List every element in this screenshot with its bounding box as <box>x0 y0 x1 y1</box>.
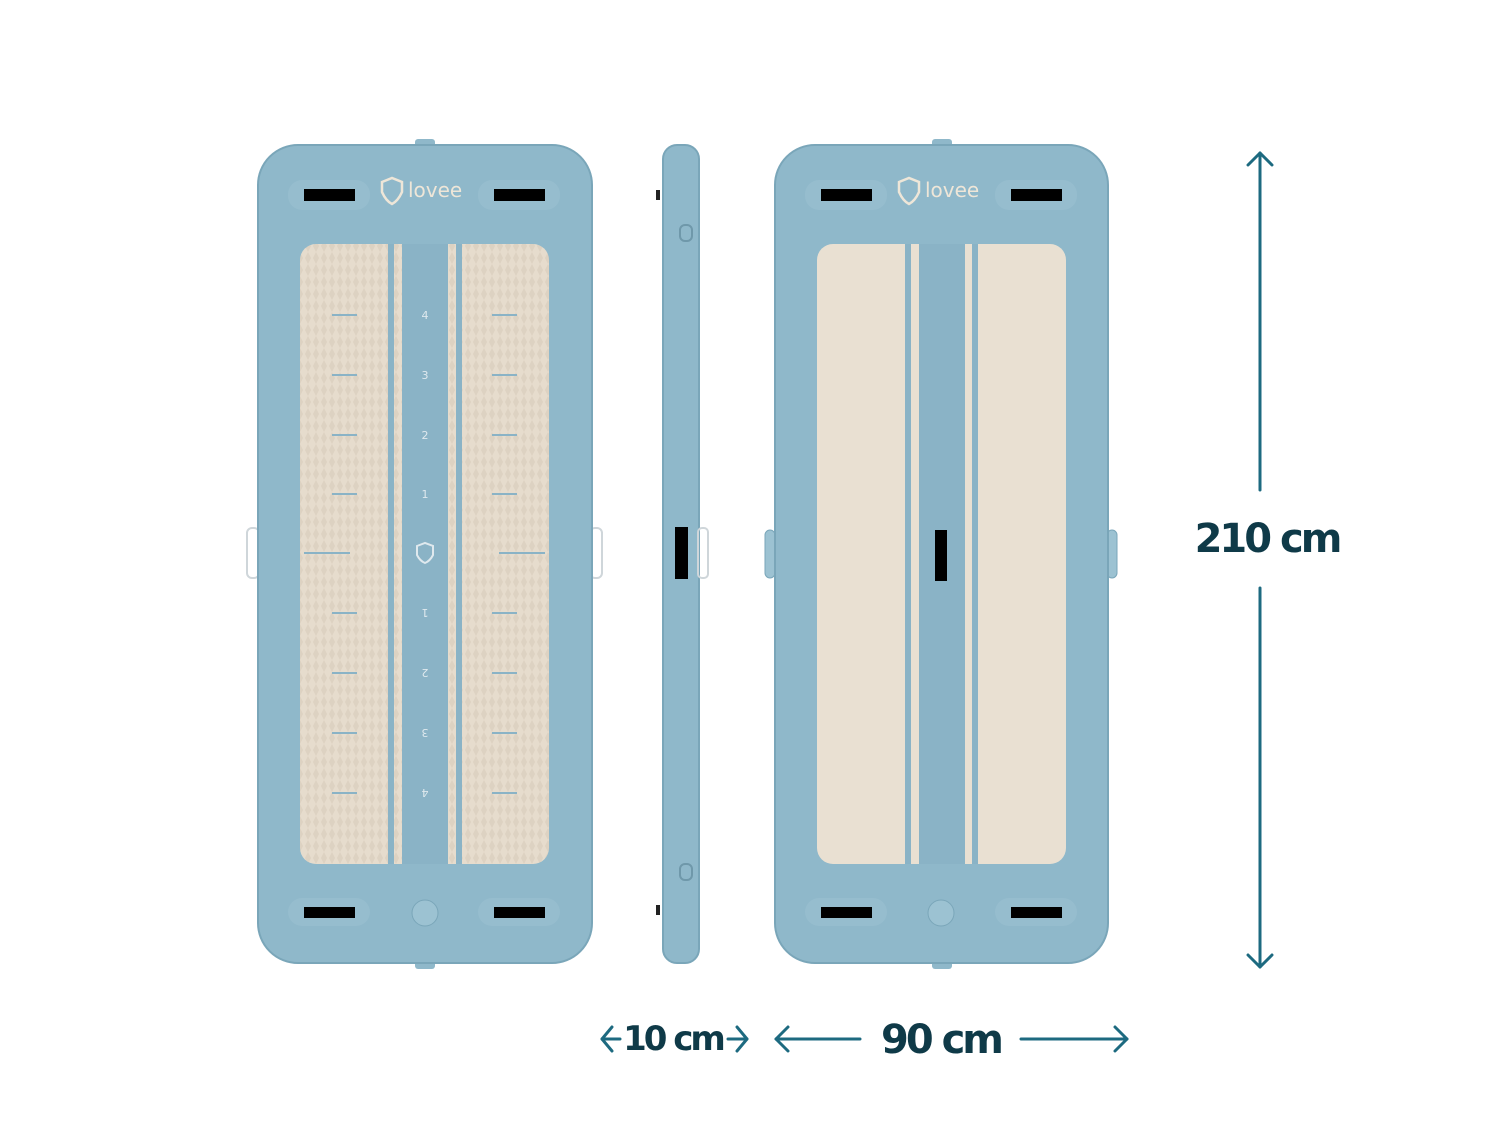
scale-number: 1 <box>422 488 429 501</box>
logo-text: lovee <box>925 178 979 202</box>
thickness-arrow <box>600 1025 749 1053</box>
scale-number: 3 <box>422 369 429 382</box>
stripe <box>388 244 394 864</box>
length-arrow <box>1246 151 1274 969</box>
d-ring-icon <box>679 863 693 881</box>
lovee-logo: lovee <box>897 176 979 206</box>
scale-number: 2 <box>422 429 429 442</box>
thickness-label: 10 cm <box>623 1019 723 1059</box>
mat-front-view: lovee 4 3 2 1 1 2 3 4 <box>246 139 603 969</box>
center-logo-icon <box>416 541 434 565</box>
stripe <box>456 244 462 864</box>
logo-text: lovee <box>408 178 462 202</box>
carry-handle-top-right <box>494 189 545 201</box>
scale-number: 4 <box>422 786 429 799</box>
d-ring-icon <box>679 224 693 242</box>
scale-number: 4 <box>422 309 429 322</box>
scale-number: 2 <box>422 666 429 679</box>
shield-heart-icon <box>897 176 921 206</box>
stripe <box>905 244 911 864</box>
mat-side-view <box>656 144 709 964</box>
carry-handle-top-right <box>1011 189 1062 201</box>
side-handle <box>697 527 709 579</box>
shield-heart-icon <box>380 176 404 206</box>
width-arrow <box>774 1025 1129 1053</box>
carry-handle-bottom-right <box>1011 907 1062 918</box>
center-stripe <box>402 244 448 864</box>
carry-handle-top-left <box>821 189 872 201</box>
carry-handle-top-left <box>304 189 355 201</box>
width-label: 90 cm <box>881 1017 1001 1063</box>
strap-clip <box>656 905 660 915</box>
scale-number: 3 <box>422 726 429 739</box>
valve-icon <box>411 899 439 927</box>
length-label: 210 cm <box>1195 516 1340 562</box>
center-carry-handle <box>935 530 947 581</box>
valve-icon <box>927 899 955 927</box>
side-carry-handle <box>675 527 688 579</box>
carry-handle-bottom-left <box>304 907 355 918</box>
side-handle-left <box>764 529 776 579</box>
mat-back-view: lovee <box>764 139 1118 969</box>
strap-clip <box>656 190 660 200</box>
lovee-logo: lovee <box>380 176 462 206</box>
carry-handle-bottom-right <box>494 907 545 918</box>
stripe <box>972 244 978 864</box>
scale-number: 1 <box>422 606 429 619</box>
carry-handle-bottom-left <box>821 907 872 918</box>
